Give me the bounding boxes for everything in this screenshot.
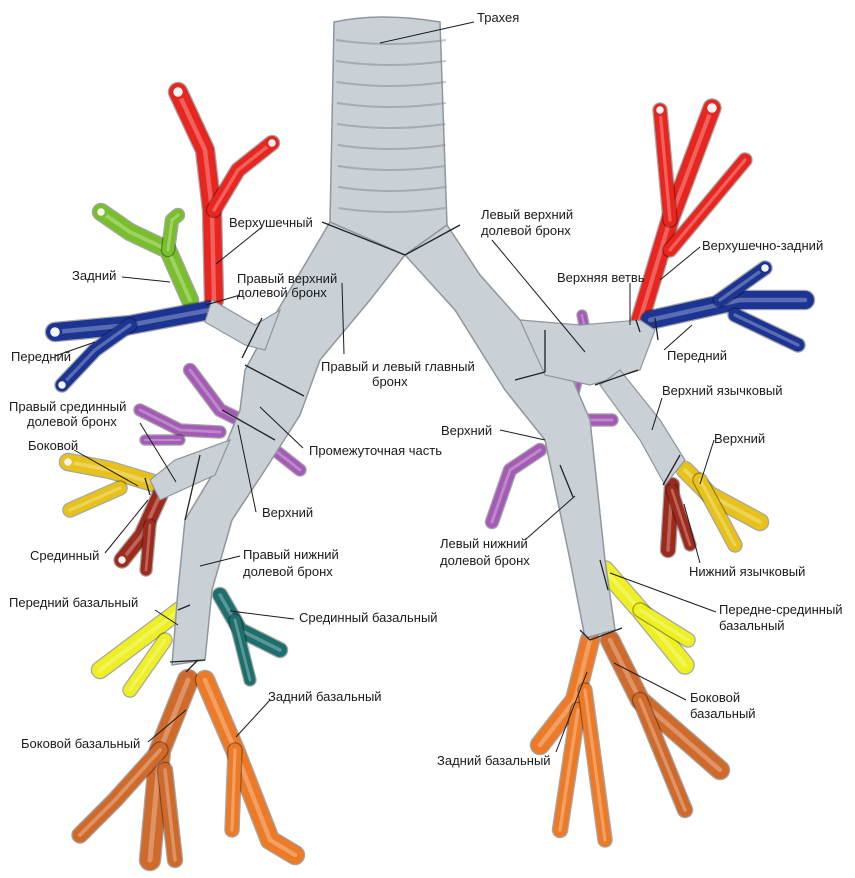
label-left-lower-lobe-line2: долевой бронх bbox=[440, 553, 530, 568]
label-right-posterior: Задний bbox=[72, 268, 116, 283]
label-right-anterior-basal: Передний базальный bbox=[9, 595, 138, 610]
label-trachea: Трахея bbox=[477, 10, 519, 25]
label-right-medial: Срединный bbox=[30, 548, 99, 563]
label-right-lower-lobe-line2: долевой бронх bbox=[243, 564, 333, 579]
label-left-anterior: Передний bbox=[667, 348, 727, 363]
label-right-middle-lobe-line1: Правый срединный bbox=[9, 399, 126, 414]
label-right-upper-lobe-line1: Правый верхний bbox=[237, 271, 337, 286]
label-left-posterior-basal: Задний базальный bbox=[437, 753, 551, 768]
label-right-middle-lobe-line2: долевой бронх bbox=[27, 414, 117, 429]
label-main-bronchi-line2: бронх bbox=[372, 374, 408, 389]
label-right-lateral: Боковой bbox=[28, 438, 78, 453]
label-right-lower-lobe-line1: Правый нижний bbox=[243, 547, 339, 562]
label-left-anteromedial-basal-line2: базальный bbox=[719, 618, 785, 633]
label-right-superior: Верхний bbox=[262, 505, 313, 520]
label-left-lateral-basal-line1: Боковой bbox=[690, 690, 740, 705]
label-left-inferior-lingular: Нижний язычковый bbox=[689, 564, 805, 579]
label-left-lower-lobe-line1: Левый нижний bbox=[440, 536, 528, 551]
label-main-bronchi-line1: Правый и левый главный bbox=[321, 359, 475, 374]
label-right-posterior-basal: Задний базальный bbox=[268, 689, 382, 704]
label-intermediate: Промежуточная часть bbox=[309, 443, 442, 458]
label-right-upper-lobe-line2: долевой бронх bbox=[237, 285, 327, 300]
label-left-anteromedial-basal-line1: Передне-срединный bbox=[719, 602, 843, 617]
label-right-apical: Верхушечный bbox=[229, 215, 313, 230]
label-left-upper-lobe-line1: Левый верхний bbox=[481, 207, 573, 222]
label-left-superior: Верхний bbox=[441, 423, 492, 438]
label-left-upper-lobe-line2: долевой бронх bbox=[481, 223, 571, 238]
label-right-anterior: Передний bbox=[11, 349, 71, 364]
label-right-lateral-basal: Боковой базальный bbox=[21, 736, 140, 751]
label-left-lateral-basal-line2: базальный bbox=[690, 706, 756, 721]
label-left-upper-branch: Верхняя ветвь bbox=[557, 270, 645, 285]
label-left-superior-lingular: Верхний язычковый bbox=[662, 383, 783, 398]
label-left-apicoposterior: Верхушечно-задний bbox=[702, 238, 823, 253]
label-left-lingular-superior: Верхний bbox=[714, 431, 765, 446]
label-right-medial-basal: Срединный базальный bbox=[299, 610, 438, 625]
